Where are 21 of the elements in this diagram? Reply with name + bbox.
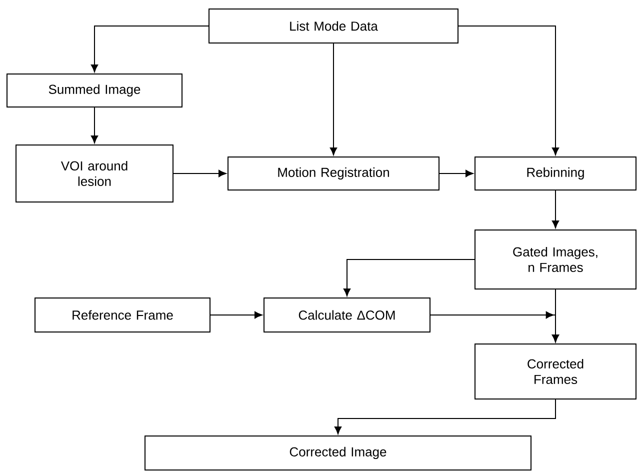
process-box: Rebinning <box>474 156 636 190</box>
process-box: Reference Frame <box>34 298 210 332</box>
arrow <box>173 170 226 178</box>
process-box: Corrected Image <box>144 435 532 470</box>
process-box: List Mode Data <box>208 8 458 44</box>
arrow <box>334 398 556 434</box>
process-box: Gated Images, n Frames <box>474 229 636 290</box>
arrow <box>330 43 338 156</box>
arrow <box>343 258 475 296</box>
arrow <box>210 311 262 319</box>
process-box: Motion Registration <box>228 156 440 190</box>
arrow <box>552 190 560 228</box>
process-box: Summed Image <box>6 74 182 108</box>
arrow <box>90 107 98 144</box>
arrow <box>439 170 474 178</box>
process-box: Calculate ΔCOM <box>264 298 430 332</box>
arrow <box>90 26 209 72</box>
arrow <box>458 26 560 156</box>
arrow <box>552 289 560 342</box>
process-box: VOI around lesion <box>16 144 174 202</box>
process-box: Corrected Frames <box>474 343 636 400</box>
